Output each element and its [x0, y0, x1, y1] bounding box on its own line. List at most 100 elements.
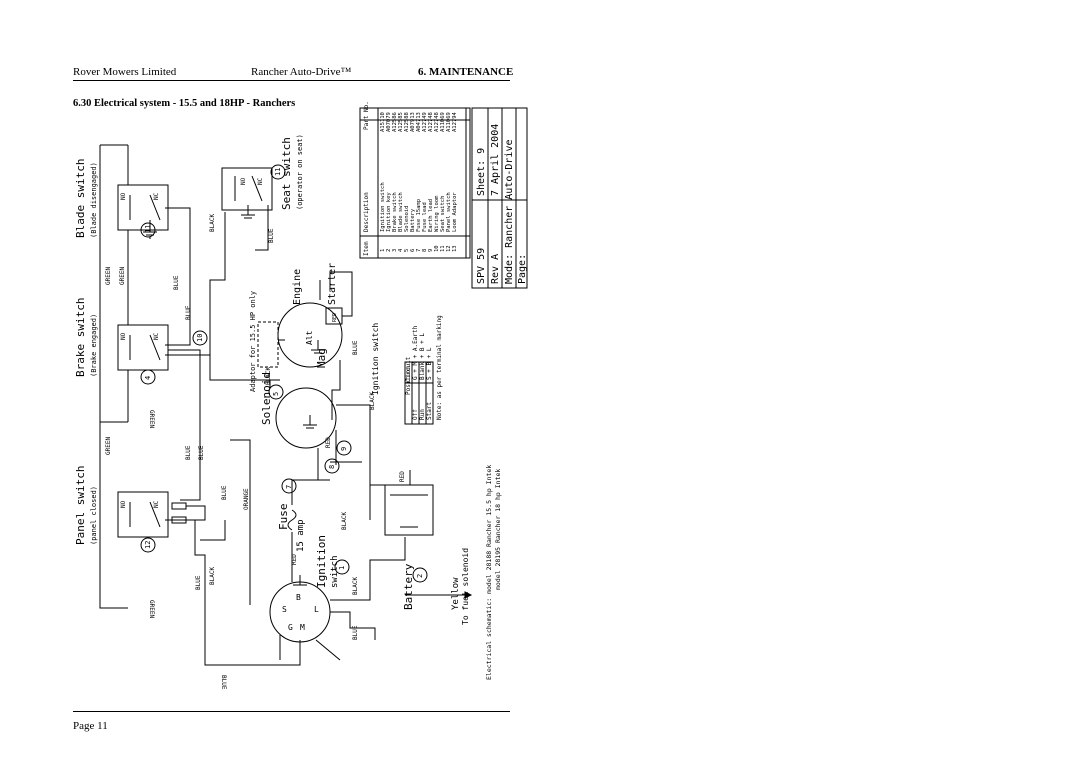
wire-label-red-4: RED [332, 313, 338, 322]
blade-switch-box [117, 184, 169, 231]
ignition-switch-title1: Ignition [315, 535, 328, 588]
wire-label-black-2: BLACK [265, 367, 272, 385]
tb-date: 7 April 2004 [490, 124, 501, 196]
wire-label-black-1: BLACK [209, 214, 216, 232]
ignition-switch-title2: switch [330, 555, 340, 588]
part-4-desc: Solenoid [404, 206, 410, 233]
schematic-note-2: model 28195 Rancher 18 hp Intek [494, 469, 502, 590]
part-7-no: A12749 [422, 112, 428, 132]
ign-row-0-circ: G + M + A.Earth [412, 325, 419, 380]
part-8-item: 9 [428, 249, 434, 252]
part-0-desc: Ignition switch [380, 182, 386, 232]
part-6-item: 7 [416, 249, 422, 252]
part-3-no: A12585 [398, 112, 404, 132]
yellow-label: Yellow [451, 577, 461, 610]
ign-table-h-position: Position [405, 366, 412, 395]
seat-switch-sub: (operator on seat) [296, 134, 304, 210]
wire-label-green-4: GREEN [148, 410, 155, 428]
wire-label-orange: ORANGE [243, 488, 250, 510]
schematic-note-1: Electrical schematic: model 28188 Ranche… [485, 465, 493, 680]
part-10-no: A11069 [440, 112, 446, 132]
callout-10: 10 [196, 334, 204, 342]
part-11-item: 12 [446, 245, 452, 252]
fuse-num: 7 [285, 485, 293, 489]
panel-switch-title: Panel switch [74, 466, 87, 545]
ign-row-2-circ: S + B + L [426, 347, 433, 380]
part-8-no: A12748 [428, 112, 434, 132]
wire-label-blue-10: BLUE [220, 675, 227, 690]
ign-terminal-m: M [300, 623, 305, 632]
footer-page: Page 11 [73, 720, 108, 732]
panel-no: NO [120, 500, 127, 508]
parts-table [359, 107, 471, 259]
tb-mode: Mode: Rancher Auto-Drive [504, 140, 515, 285]
part-1-desc: Ignition key [386, 192, 392, 232]
wire-label-red-3: RED [399, 471, 406, 482]
brake-switch-box [117, 324, 169, 371]
section-title: 6.30 Electrical system - 15.5 and 18HP -… [73, 98, 296, 109]
part-8-desc: Earth lead [428, 199, 434, 232]
solenoid [275, 387, 337, 449]
seat-switch-title: Seat switch [280, 137, 293, 210]
battery-num: 2 [416, 574, 424, 578]
parts-h-item: Item [363, 241, 370, 256]
part-9-item: 10 [434, 245, 440, 252]
panel-switch-box [117, 491, 169, 538]
blade-no: NO [120, 192, 127, 200]
brake-no: NO [120, 332, 127, 340]
fuse-label: Fuse [277, 504, 290, 531]
ign-table-title: Ignition switch [371, 323, 380, 395]
ign-table-note: Note: as per terminal marking [436, 315, 443, 420]
wire-label-blue-8: BLUE [352, 340, 359, 355]
part-2-no: A12586 [392, 112, 398, 132]
ign-row-0-pos: Off [412, 409, 419, 420]
ign-row-1-circ: Blank + B + L [419, 333, 426, 380]
solenoid-label: Solenoid [260, 372, 273, 425]
panel-switch-sub: (panel closed) [90, 486, 98, 545]
footer-rule [73, 711, 510, 712]
wire-label-blue-6: BLUE [195, 575, 202, 590]
header-section: 6. MAINTENANCE [418, 66, 514, 78]
wire-label-blue-1: BLUE [173, 275, 180, 290]
adaptor-note: Adaptor for 15.5 HP only [249, 291, 257, 392]
part-0-no: A15110 [380, 112, 386, 132]
part-5-item: 6 [410, 249, 416, 252]
seat-no: NO [240, 177, 247, 185]
blade-nc: NC [153, 192, 160, 200]
part-3-item: 4 [398, 248, 404, 252]
blade-switch-sub: (Blade disengaged) [90, 162, 98, 238]
wire-label-green-3: GREEN [105, 437, 112, 455]
callout-panel: 12 [144, 541, 152, 549]
wire-black [165, 212, 226, 356]
solenoid-num: 5 [272, 392, 280, 396]
wire-label-black-4: BLACK [341, 512, 348, 530]
part-7-desc: Fuse lead [422, 202, 428, 232]
header-product: Rancher Auto-Drive™ [251, 66, 352, 78]
part-9-desc: Wiring loom [434, 195, 440, 232]
ign-terminal-b: B [296, 593, 301, 602]
mag-label: Mag [315, 348, 328, 368]
callout-brake: 4 [144, 376, 152, 380]
parts-h-desc: Description [363, 192, 370, 232]
wire-label-blue-9: BLUE [352, 625, 359, 640]
ign-terminal-g: G [288, 623, 293, 632]
fuel-note: To fuel solenoid [461, 548, 470, 625]
callout-blade: 11 [144, 225, 152, 233]
panel-nc: NC [153, 500, 160, 508]
wire-label-blue-5: BLUE [221, 485, 228, 500]
wire-label-blue-3: BLUE [185, 445, 192, 460]
part-4-item: 5 [404, 249, 410, 252]
fuse-rating: 15 amp [296, 519, 306, 552]
header-company: Rover Mowers Limited [73, 66, 177, 78]
part-12-desc: Loom Adaptor [452, 192, 458, 232]
wire-label-blue-7: BLUE [268, 228, 275, 243]
wire-label-blue-4: BLUE [198, 445, 205, 460]
part-11-no: A11069 [446, 112, 452, 132]
ign-table-h-circuit: Circuit [405, 356, 412, 382]
wire-label-black-6: BLACK [352, 577, 359, 595]
ign-terminal-l: L [314, 605, 319, 614]
tb-sheet: Sheet: 9 [476, 148, 487, 196]
part-2-item: 3 [392, 249, 398, 252]
wire-label-blue-2: BLUE [185, 305, 192, 320]
alt-label: Alt [305, 330, 314, 345]
